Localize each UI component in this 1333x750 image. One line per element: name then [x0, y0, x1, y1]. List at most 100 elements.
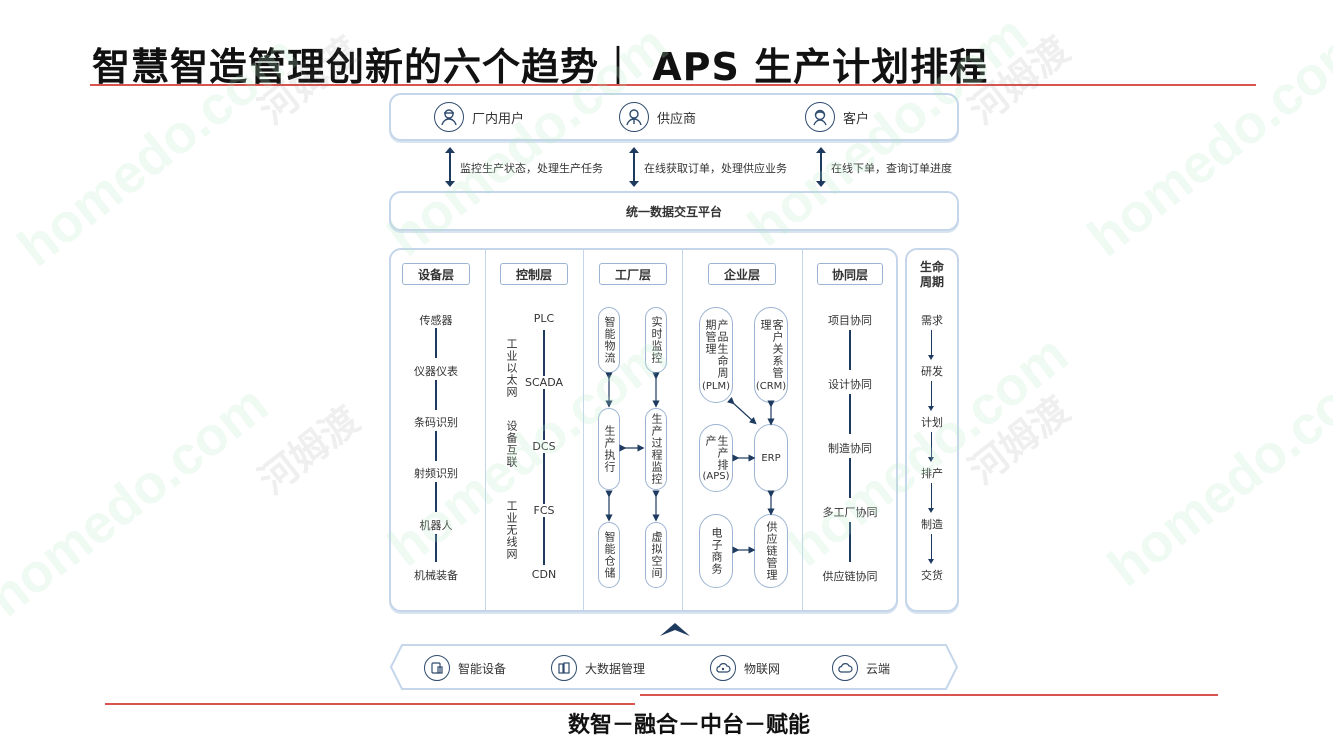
- network-wireless: 工业无线网: [505, 500, 518, 560]
- watermark: homedo.com: [0, 373, 279, 629]
- divider-4: [802, 250, 803, 610]
- control-item: FCS: [531, 504, 557, 517]
- collab-item: 供应链协同: [822, 570, 878, 583]
- factory-execution: 生产执行: [598, 408, 620, 490]
- network-ethernet: 工业以太网: [505, 338, 518, 398]
- user-supplier: 供应商: [619, 102, 696, 132]
- watermark-cn: 河姆渡: [250, 397, 368, 503]
- enterprise-arrows: [726, 396, 775, 554]
- watermark-cn: 河姆渡: [960, 387, 1078, 493]
- watermark: homedo.com: [1077, 13, 1333, 269]
- control-item: DCS: [530, 440, 558, 453]
- user-internal-label: 厂内用户: [472, 111, 525, 127]
- infra-iot: 物联网: [710, 655, 780, 681]
- factory-virtual-space: 虚拟空间: [645, 522, 667, 588]
- lifecycle-panel: [905, 248, 959, 612]
- worker-avatar-icon: [434, 102, 464, 132]
- control-item: PLC: [531, 312, 557, 325]
- factory-process-monitor: 生产过程监控: [645, 408, 667, 490]
- collab-connector-2: [849, 394, 851, 434]
- collab-layer-header: 协同层: [817, 263, 883, 285]
- infrastructure-bar: [390, 644, 958, 690]
- divider-1: [485, 250, 486, 610]
- aps-node: 生产排产 (APS): [699, 424, 733, 492]
- user-customer: 客户: [805, 102, 869, 132]
- control-layer-header: 控制层: [500, 263, 568, 285]
- lifecycle-arrow: [928, 534, 934, 564]
- lifecycle-item: 计划: [921, 416, 943, 429]
- arrow-customer: [816, 147, 826, 187]
- collab-item: 设计协同: [828, 378, 872, 391]
- control-item: SCADA: [523, 376, 565, 389]
- user-internal: 厂内用户: [434, 102, 524, 132]
- customer-avatar-icon: [805, 102, 835, 132]
- device-connector-2: [435, 380, 437, 410]
- infra-smart-device: 智能设备: [424, 655, 506, 681]
- arrow-internal: [445, 147, 455, 187]
- infra-cloud: 云端: [832, 655, 890, 681]
- watermark: homedo.com: [1097, 343, 1333, 599]
- device-layer-header: 设备层: [402, 263, 470, 285]
- device-connector-4: [435, 482, 437, 512]
- big-data-icon: [551, 655, 577, 681]
- lifecycle-arrow: [928, 330, 934, 360]
- lifecycle-item: 交货: [921, 569, 943, 582]
- enterprise-layer-header: 企业层: [708, 263, 776, 285]
- ecommerce-node: 电子商务: [699, 514, 733, 588]
- user-customer-label: 客户: [843, 111, 870, 127]
- footer-line-right: [640, 694, 1218, 696]
- device-connector-5: [435, 534, 437, 562]
- users-panel: [389, 93, 959, 141]
- infra-cloud-label: 云端: [866, 661, 891, 676]
- lifecycle-item: 排产: [921, 467, 943, 480]
- collab-connector-1: [849, 330, 851, 370]
- factory-layer-header: 工厂层: [599, 263, 667, 285]
- lifecycle-item: 需求: [921, 314, 943, 327]
- device-item: 机械装备: [414, 569, 458, 582]
- scm-node: 供应链管理: [754, 514, 788, 588]
- infra-iot-label: 物联网: [744, 661, 781, 676]
- collab-item: 制造协同: [828, 442, 872, 455]
- control-item: CDN: [529, 568, 559, 581]
- smart-device-icon: [424, 655, 450, 681]
- infra-smart-device-label: 智能设备: [458, 661, 507, 676]
- lifecycle-arrow: [928, 381, 934, 411]
- collab-item: 多工厂协同: [822, 506, 878, 519]
- lifecycle-arrow: [928, 483, 934, 513]
- network-interconnect: 设备互联: [505, 420, 518, 468]
- footer-line-left: [105, 703, 635, 705]
- factory-warehouse: 智能仓储: [598, 522, 620, 588]
- infra-big-data-label: 大数据管理: [585, 661, 646, 676]
- device-item: 仪器仪表: [414, 365, 458, 378]
- device-item: 射频识别: [414, 467, 458, 480]
- lifecycle-arrow: [928, 432, 934, 462]
- lifecycle-item: 制造: [921, 518, 943, 531]
- arrow-supplier: [629, 147, 639, 187]
- collab-connector-3: [849, 458, 851, 498]
- device-item: 条码识别: [414, 416, 458, 429]
- plm-node: 产品生命周期管理 (PLM): [699, 307, 733, 403]
- factory-arrows: [605, 372, 660, 522]
- user-supplier-label: 供应商: [657, 111, 697, 127]
- device-connector-1: [435, 328, 437, 358]
- data-platform: 统一数据交互平台: [389, 191, 959, 231]
- lifecycle-title: 生命周期: [919, 260, 944, 289]
- divider-2: [583, 250, 584, 610]
- crm-node: 客户关系管理 (CRM): [754, 307, 788, 403]
- interaction-internal: 监控生产状态，处理生产任务: [460, 162, 603, 175]
- layers-panel: [389, 248, 898, 612]
- device-item: 机器人: [419, 519, 453, 532]
- collab-item: 项目协同: [828, 314, 872, 327]
- supplier-avatar-icon: [619, 102, 649, 132]
- lifecycle-item: 研发: [921, 365, 943, 378]
- iot-cloud-icon: [710, 655, 736, 681]
- cloud-icon: [832, 655, 858, 681]
- page-title: 智慧智造管理创新的六个趋势｜ APS 生产计划排程: [92, 45, 989, 89]
- interaction-supplier: 在线获取订单，处理供应业务: [644, 162, 787, 175]
- title-underline: [90, 84, 1256, 86]
- interaction-customer: 在线下单，查询订单进度: [831, 162, 952, 175]
- device-item: 传感器: [419, 314, 453, 327]
- footer-slogan: 数智－融合－中台－赋能: [568, 713, 811, 738]
- device-connector-3: [435, 431, 437, 461]
- infra-big-data: 大数据管理: [551, 655, 645, 681]
